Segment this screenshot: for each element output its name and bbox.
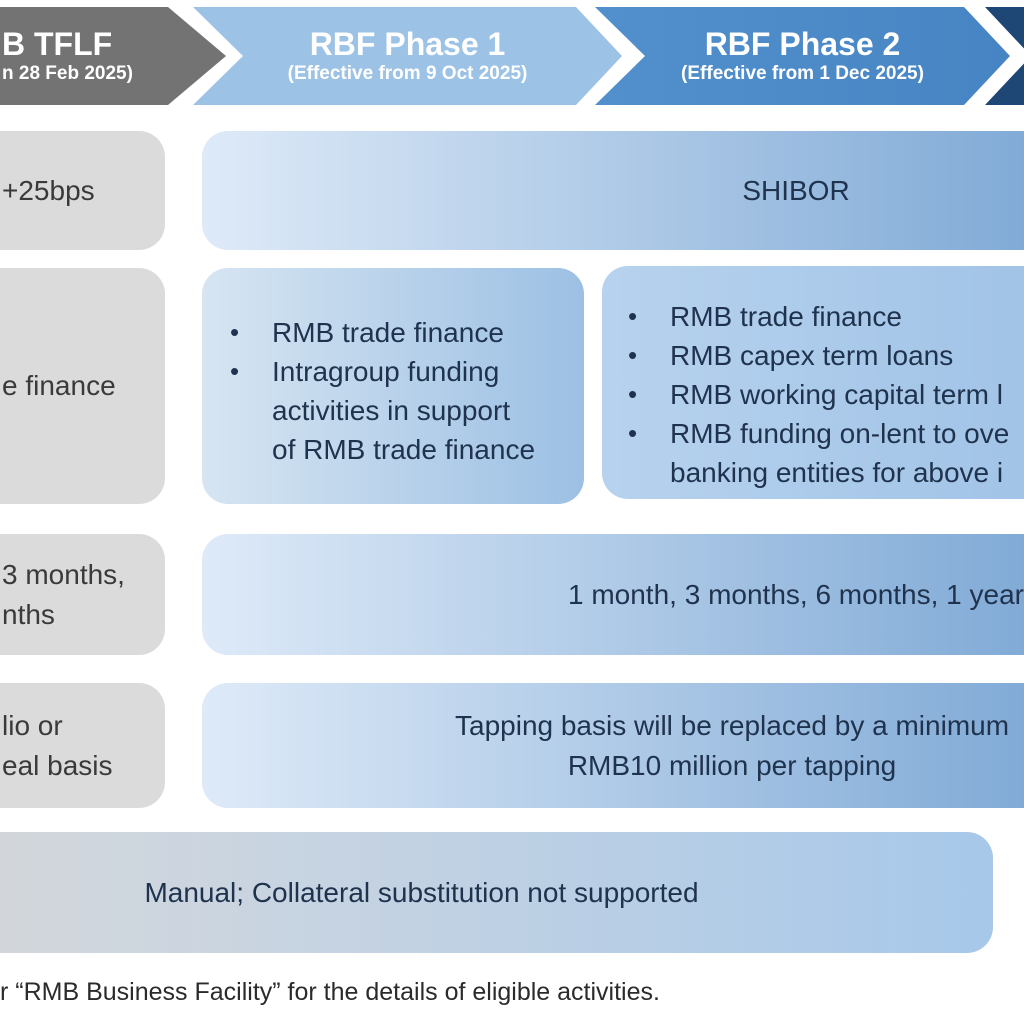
bullet-text: RMB trade finance (670, 301, 902, 332)
bullet-item: • RMB working capital term l (628, 375, 1024, 414)
row-operation-box: Manual; Collateral substitution not supp… (0, 832, 993, 953)
row-tenor-label-line: nths (2, 598, 55, 630)
bullet-icon: • (628, 301, 638, 331)
bullet-item: • Intragroup funding activities in suppo… (230, 352, 584, 469)
row-basis-label-box: lio or eal basis (0, 683, 165, 808)
bullet-text: banking entities for above i (670, 457, 1004, 488)
stage-subtitle: n 28 Feb 2025) (2, 63, 133, 84)
bullet-item: • RMB capex term loans (628, 336, 1024, 375)
bullet-text: activities in support (272, 395, 511, 426)
row-basis-label-line: eal basis (2, 749, 113, 781)
bullet-icon: • (628, 340, 638, 370)
row-operation-value: Manual; Collateral substitution not supp… (144, 876, 699, 908)
bullet-icon: • (628, 379, 638, 409)
bullet-icon: • (628, 418, 638, 448)
bullet-text: RMB funding on-lent to ove (670, 418, 1010, 449)
bullet-icon: • (230, 356, 240, 386)
row-pricing-label: +25bps (2, 174, 95, 206)
stage-subtitle: (Effective from 1 Dec 2025) (681, 63, 924, 84)
bullet-text: RMB capex term loans (670, 340, 954, 371)
bullet-text: Intragroup funding (272, 356, 500, 387)
bullet-text: RMB working capital term l (670, 379, 1003, 410)
row-tenor-label-box: 3 months, nths (0, 534, 165, 655)
row-pricing-label-box: +25bps (0, 131, 165, 250)
row-eligible-phase2-box: • RMB trade finance • RMB capex term loa… (602, 266, 1024, 499)
bullet-icon: • (230, 317, 240, 347)
bullet-item: • RMB trade finance (628, 297, 1024, 336)
stage-chevron-tflf-text: B TFLF n 28 Feb 2025) (0, 26, 133, 86)
row-eligible-phase1-box: • RMB trade finance • Intragroup funding… (202, 268, 584, 504)
row-basis-value-line: RMB10 million per tapping (567, 749, 897, 781)
row-pricing-value-box: SHIBOR (202, 131, 1024, 250)
stage-title: B TFLF (2, 26, 113, 62)
stage-chevron-tflf: B TFLF n 28 Feb 2025) (0, 7, 226, 105)
bullet-item: • RMB trade finance (230, 313, 584, 352)
row-eligible-label-box: e finance (0, 268, 165, 504)
stage-chevron-rbf-phase-2: RBF Phase 2 (Effective from 1 Dec 2025) (595, 7, 1010, 105)
bullet-text: RMB trade finance (272, 317, 504, 348)
stage-chevron-rbf-phase-1: RBF Phase 1 (Effective from 9 Oct 2025) (193, 7, 622, 105)
row-eligible-label: e finance (2, 370, 116, 401)
row-basis-value-line: Tapping basis will be replaced by a mini… (455, 709, 1010, 741)
row-tenor-value: 1 month, 3 months, 6 months, 1 year (567, 578, 1024, 610)
stage-title: RBF Phase 1 (309, 26, 506, 62)
row-pricing-value: SHIBOR (742, 174, 850, 206)
stage-subtitle: (Effective from 9 Oct 2025) (287, 63, 528, 84)
row-basis-value: Tapping basis will be replaced by a mini… (455, 683, 1009, 808)
footnote-text: r “RMB Business Facility” for the detail… (0, 978, 660, 1006)
bullet-item: • RMB funding on-lent to ove banking ent… (628, 414, 1024, 492)
row-tenor-label-line: 3 months, (2, 558, 125, 590)
bullet-text: of RMB trade finance (272, 434, 536, 465)
row-tenor-value-box: 1 month, 3 months, 6 months, 1 year (202, 534, 1024, 655)
row-basis-value-box: Tapping basis will be replaced by a mini… (202, 683, 1024, 808)
stage-title: RBF Phase 2 (704, 26, 901, 62)
row-basis-label-line: lio or (2, 709, 63, 741)
